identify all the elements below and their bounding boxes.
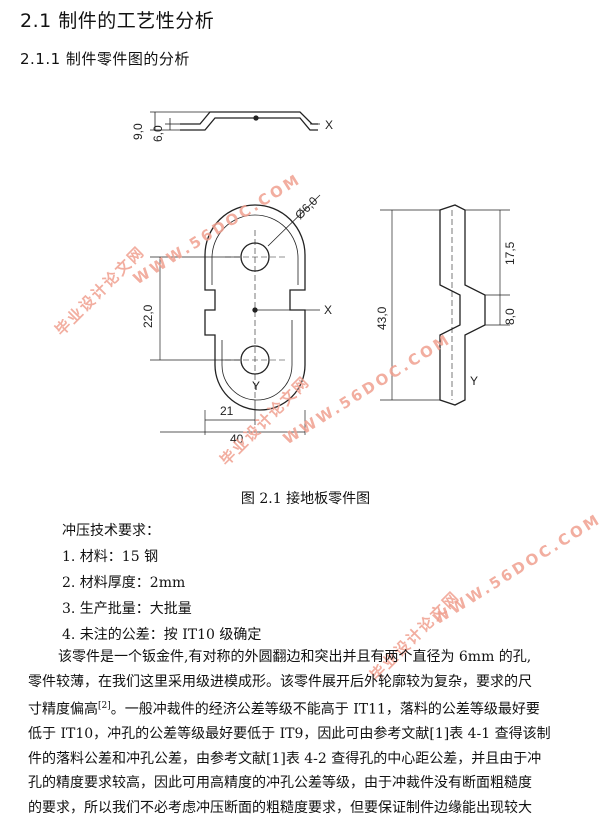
paragraph-line: 低于 IT10，冲孔的公差等级最好要低于 IT9，因此可由参考文献[1]表 4-… bbox=[28, 726, 551, 743]
dim-40: 40 bbox=[230, 432, 244, 446]
paragraph-line: 的要求，所以我们不必考虑冲压断面的粗糙度要求，但要保证制件边缘能出现较大 bbox=[28, 799, 532, 816]
paragraph-line: 该零件是一个钣金件,有对称的外圆翻边和突出并且有两个直径为 6mm 的孔, bbox=[58, 649, 532, 665]
subsection-heading: 2.1.1 制件零件图的分析 bbox=[20, 50, 190, 68]
top-view bbox=[150, 111, 320, 131]
watermark-url-3: WWW.56DOC.COM bbox=[430, 509, 605, 629]
dim-9: 9,0 bbox=[131, 123, 145, 140]
x-label-top: X bbox=[325, 118, 333, 132]
y-label-side: Y bbox=[470, 374, 478, 388]
line-text: 寸精度偏高 bbox=[28, 701, 98, 718]
dim-6: 6,0 bbox=[151, 125, 165, 142]
requirement-item: 2. 材料厚度：2mm bbox=[62, 575, 186, 591]
side-view bbox=[380, 204, 510, 406]
figure-caption: 图 2.1 接地板零件图 bbox=[240, 491, 371, 507]
part-drawing: 9,0 6,0 X Ø6,0 22,0 X Y 21 40 43,0 17,5 … bbox=[131, 111, 517, 446]
body-paragraph: 该零件是一个钣金件,有对称的外圆翻边和突出并且有两个直径为 6mm 的孔, 零件… bbox=[28, 645, 596, 820]
paragraph-line: 孔的精度要求较高，因此可用高精度的冲孔公差等级，由于冲裁件没有断面粗糙度 bbox=[28, 775, 532, 792]
plan-view bbox=[150, 194, 321, 435]
requirement-item: 3. 生产批量：大批量 bbox=[62, 601, 192, 617]
requirement-item: 1. 材料：15 钢 bbox=[62, 549, 159, 565]
paragraph-line: 零件较薄，在我们这里采用级进模成形。该零件展开后外轮廓较为复杂，要求的尺 bbox=[28, 673, 532, 690]
dim-43: 43,0 bbox=[375, 306, 389, 330]
section-heading: 2.1 制件的工艺性分析 bbox=[20, 10, 215, 32]
dim-21: 21 bbox=[220, 404, 234, 418]
dim-dia: Ø6,0 bbox=[292, 194, 321, 223]
paragraph-line: 寸精度偏高[2]。一般冲裁件的经济公差等级不能高于 IT11，落料的公差等级最好… bbox=[28, 694, 596, 722]
dim-17-5: 17,5 bbox=[503, 241, 517, 265]
paragraph-line: 件的落料公差和冲孔公差，由参考文献[1]表 4-2 查得孔的中心距公差，并且由于… bbox=[28, 750, 542, 767]
dim-22: 22,0 bbox=[141, 304, 155, 328]
requirement-item: 4. 未注的公差：按 IT10 级确定 bbox=[62, 627, 262, 643]
requirements-title: 冲压技术要求： bbox=[62, 523, 160, 539]
citation: [2] bbox=[98, 701, 111, 711]
y-label-plan: Y bbox=[252, 379, 260, 393]
dim-8: 8,0 bbox=[503, 308, 517, 325]
line-text: 。一般冲裁件的经济公差等级不能高于 IT11，落料的公差等级最好要 bbox=[110, 701, 540, 718]
x-label-plan: X bbox=[324, 303, 332, 317]
